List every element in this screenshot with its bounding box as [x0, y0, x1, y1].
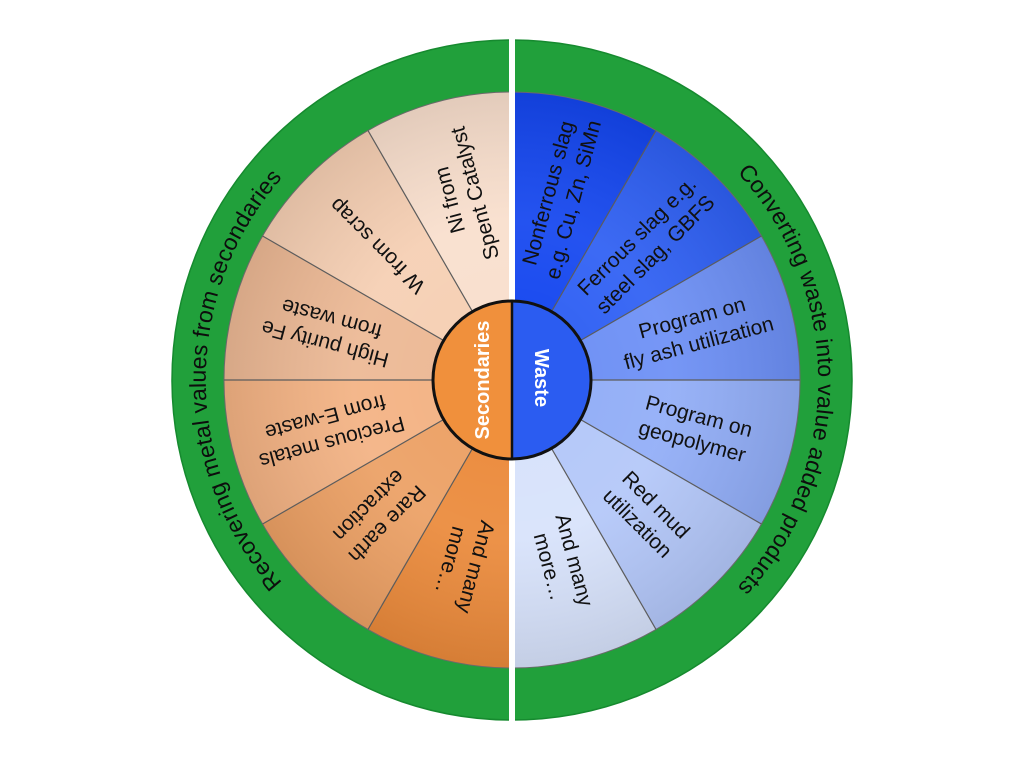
center-circle: Secondaries Waste	[431, 299, 593, 461]
center-half-secondaries	[433, 301, 512, 459]
center-label-waste: Waste	[530, 349, 552, 407]
center-label-secondaries: Secondaries	[472, 321, 494, 440]
center-half-waste	[512, 301, 591, 459]
center-outline	[431, 299, 593, 461]
